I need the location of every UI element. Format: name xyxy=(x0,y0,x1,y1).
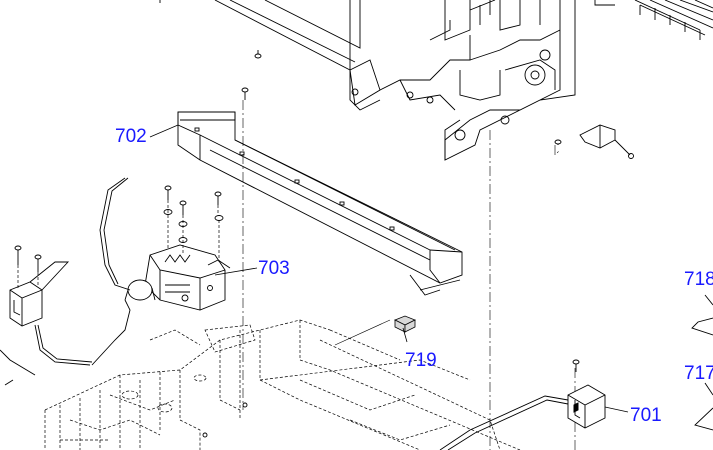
label-702: 702 xyxy=(115,126,147,147)
part-702-cover xyxy=(177,111,463,296)
left-sensor-assembly xyxy=(0,245,131,386)
leader-703 xyxy=(214,267,258,276)
part-719-pad xyxy=(394,315,416,333)
label-701: 701 xyxy=(630,405,662,426)
label-719: 719 xyxy=(405,350,437,371)
main-frame-assembly xyxy=(214,0,713,161)
bottom-frame-dashed xyxy=(44,319,521,450)
label-717: 717 xyxy=(684,363,713,384)
small-bracket xyxy=(579,124,634,159)
label-703: 703 xyxy=(258,258,290,279)
top-screws xyxy=(159,0,562,145)
part-718-edge xyxy=(691,294,713,336)
part-703-motor-assembly xyxy=(99,177,231,311)
part-717-edge xyxy=(694,382,713,431)
leader-719 xyxy=(402,327,408,343)
part-701-sensor xyxy=(439,359,606,450)
centre-lines xyxy=(242,100,576,450)
label-718: 718 xyxy=(684,269,713,290)
leader-702 xyxy=(149,124,179,138)
leader-701 xyxy=(604,406,629,413)
